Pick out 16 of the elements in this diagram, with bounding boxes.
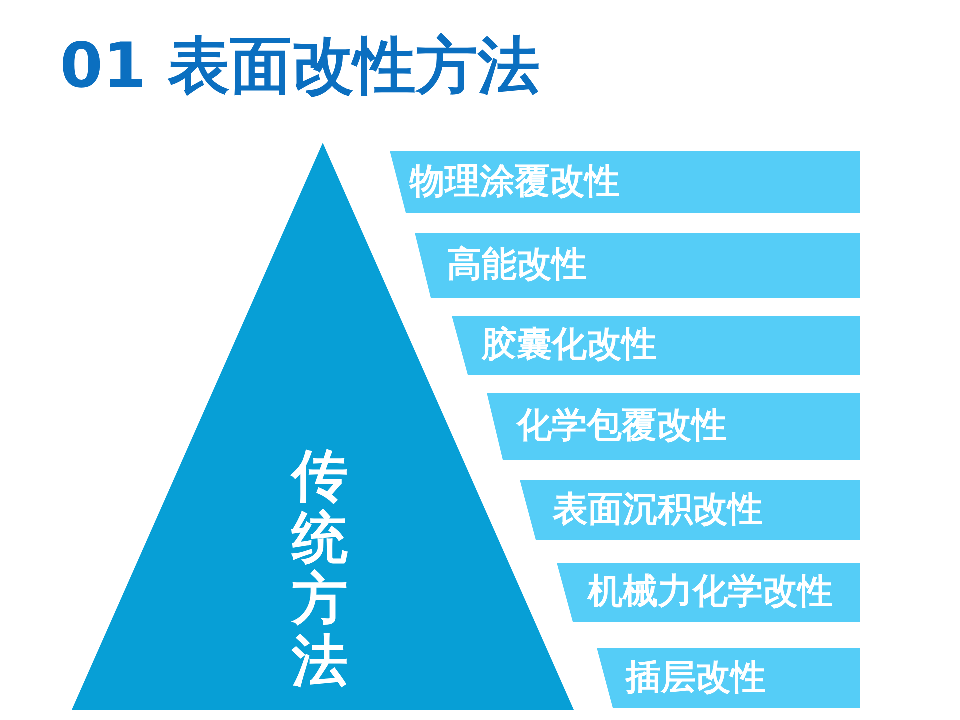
slanted-band (390, 151, 860, 213)
slanted-band (597, 648, 860, 708)
slanted-band (487, 393, 860, 460)
slanted-band (557, 563, 860, 622)
band-label: 机械力化学改性 (588, 573, 833, 612)
band-label: 化学包覆改性 (517, 407, 727, 446)
slanted-band (520, 480, 860, 540)
band-label: 表面沉积改性 (553, 490, 763, 530)
band-label: 物理涂覆改性 (410, 162, 620, 202)
title: 01 表面改性方法 (60, 30, 540, 102)
slanted-band (452, 316, 860, 375)
band-label: 插层改性 (626, 658, 766, 698)
slanted-band (415, 233, 860, 298)
vertical-label: 传统方法 (292, 446, 348, 692)
band-label: 胶囊化改性 (482, 326, 657, 365)
band-label: 高能改性 (447, 246, 587, 285)
